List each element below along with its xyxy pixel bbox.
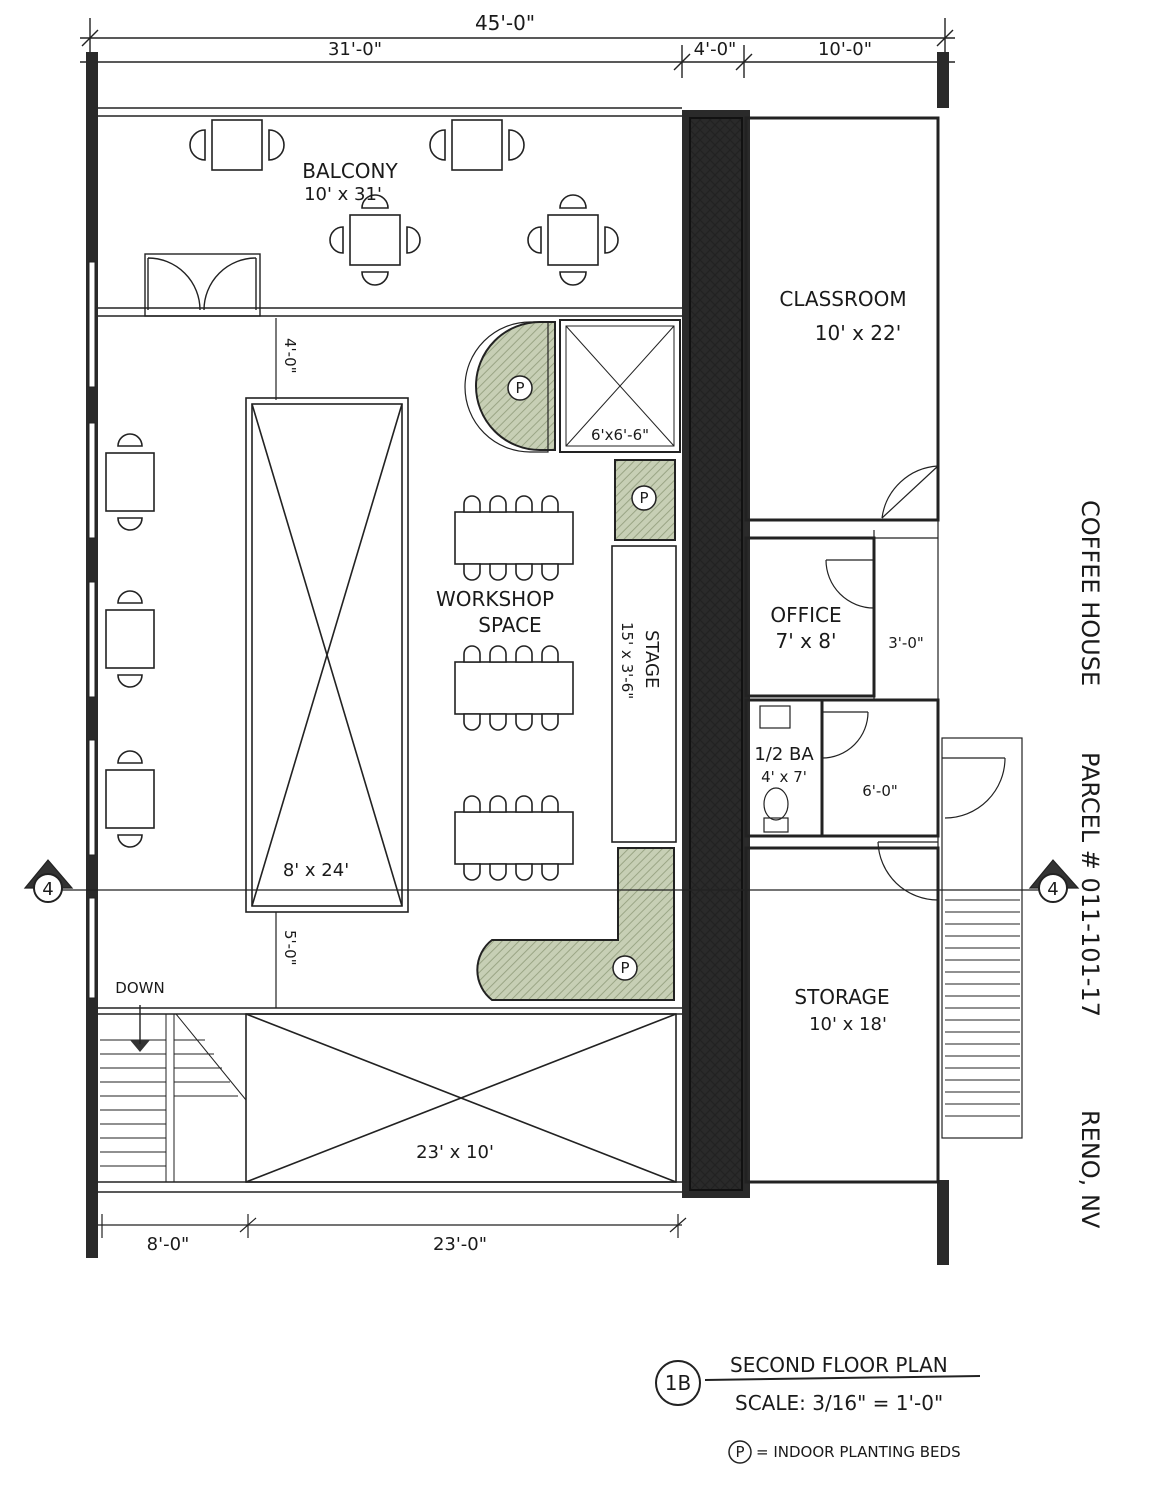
stage: [611, 545, 677, 843]
lower-open-size: 23' x 10': [416, 1142, 494, 1163]
bath-name: 1/2 BA: [754, 744, 814, 765]
stage-size: 15' x 3'-6": [618, 622, 636, 699]
project-name: COFFEE HOUSE: [1076, 500, 1104, 686]
planter-label-1: P: [515, 379, 524, 397]
core-wall: [689, 117, 743, 1191]
classroom-size: 10' x 22': [815, 321, 901, 345]
down-arrow-icon: [130, 1040, 150, 1052]
storage-size: 10' x 18': [809, 1014, 887, 1035]
top-dimensions: [80, 18, 955, 78]
section-line: [23, 859, 1080, 903]
office-name: OFFICE: [770, 603, 841, 627]
balcony-size: 10' x 31': [304, 184, 382, 205]
interior-stair: [100, 1013, 247, 1182]
classroom-name: CLASSROOM: [779, 287, 906, 311]
bath-size: 4' x 7': [761, 768, 807, 786]
dim-overall: 45'-0": [475, 11, 535, 35]
dim-gap-top: 4'-0": [281, 338, 299, 374]
open-area-size: 8' x 24': [283, 860, 349, 881]
title-block: [655, 1360, 981, 1464]
workshop-tables: [454, 495, 574, 881]
open-to-below: [245, 397, 409, 913]
title-badge: 1B: [665, 1371, 691, 1395]
down-label: DOWN: [115, 979, 164, 997]
dim-gap-bottom: 5'-0": [281, 930, 299, 966]
parcel-number: PARCEL # 011-101-17: [1076, 752, 1104, 1017]
dim-top-right: 10'-0": [818, 39, 872, 60]
section-mark-right: 4: [1047, 879, 1058, 900]
balcony-furniture: [189, 119, 619, 286]
exterior-stair-right: [945, 899, 1020, 1117]
office-size: 7' x 8': [776, 629, 837, 653]
elevator-size: 6'x6'-6": [591, 426, 649, 444]
stage-name: STAGE: [641, 630, 662, 688]
planter-markers: [507, 375, 657, 981]
right-rooms: [744, 116, 940, 1184]
dim-top-mid: 4'-0": [694, 39, 737, 60]
lower-open-to-below: [98, 1007, 682, 1193]
dim-bottom-right: 23'-0": [433, 1234, 487, 1255]
side-tables: [105, 433, 155, 848]
dim-office-door: 3'-0": [888, 634, 924, 652]
dim-bottom-left: 8'-0": [147, 1234, 190, 1255]
planting-beds: [464, 321, 676, 1001]
workshop-name-line1: WORKSHOP: [436, 587, 554, 611]
storage-name: STORAGE: [794, 985, 889, 1009]
drawing-scale: SCALE: 3/16" = 1'-0": [735, 1391, 943, 1415]
planter-label-2: P: [639, 489, 648, 507]
elevator-shaft: [559, 319, 681, 453]
planter-label-3: P: [620, 959, 629, 977]
balcony-name: BALCONY: [302, 159, 398, 183]
drawing-title: SECOND FLOOR PLAN: [730, 1353, 948, 1377]
legend-symbol: P: [735, 1443, 744, 1461]
legend-text: = INDOOR PLANTING BEDS: [756, 1443, 961, 1461]
dim-bath-door: 6'-0": [862, 782, 898, 800]
workshop-name-line2: SPACE: [478, 613, 541, 637]
project-location: RENO, NV: [1076, 1110, 1104, 1229]
section-mark-left: 4: [42, 879, 53, 900]
bottom-dimensions: [98, 1214, 687, 1238]
dim-top-left: 31'-0": [328, 39, 382, 60]
